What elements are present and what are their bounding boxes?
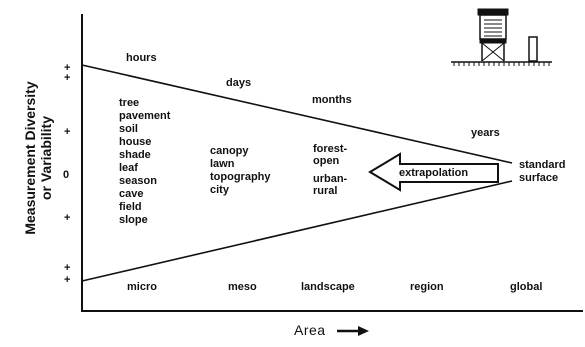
list-item: tree	[119, 97, 140, 109]
y-tick: +	[64, 274, 71, 286]
meso-factor-list: canopy lawn topography city	[210, 145, 271, 197]
y-axis-label-line2: or Variability	[38, 115, 54, 201]
scale-label-global: global	[510, 281, 543, 293]
list-item: city	[210, 184, 229, 196]
y-tick: +	[64, 62, 71, 74]
list-item: season	[119, 175, 157, 187]
list-item: house	[119, 136, 152, 148]
standard-label-line1: standard	[519, 159, 566, 171]
weather-station-icon	[451, 8, 552, 66]
list-item: cave	[119, 188, 144, 200]
x-axis-label-text: Area	[294, 322, 326, 338]
time-label-months: months	[312, 94, 352, 106]
upper-bound-line	[81, 64, 513, 164]
list-item: field	[119, 201, 142, 213]
list-item: rural	[313, 185, 338, 197]
lower-bound-line	[81, 180, 513, 282]
y-axis-label: Measurement Diversity or Variability	[22, 68, 54, 248]
list-item: urban-	[313, 173, 348, 185]
micro-factor-list: tree pavement soil house shade leaf seas…	[119, 97, 170, 227]
landscape-factor-list: forest- open urban- rural	[313, 143, 347, 197]
time-label-years: years	[471, 127, 500, 139]
list-item: soil	[119, 123, 138, 135]
list-item: shade	[119, 149, 151, 161]
y-tick: +	[64, 72, 71, 84]
time-label-hours: hours	[126, 52, 157, 64]
scale-label-micro: micro	[127, 281, 157, 293]
y-tick-zero: 0	[63, 169, 70, 181]
y-tick: +	[64, 262, 71, 274]
list-item: slope	[119, 214, 148, 226]
time-label-days: days	[226, 77, 252, 89]
list-item: lawn	[210, 158, 235, 170]
y-axis-label-line1: Measurement Diversity	[22, 81, 38, 235]
standard-surface-label: standard surface	[519, 159, 565, 185]
list-item: canopy	[210, 145, 249, 157]
x-axis-label: Area	[294, 322, 370, 338]
extrapolation-label: extrapolation	[399, 167, 469, 179]
list-item: leaf	[119, 162, 138, 174]
standard-label-line2: surface	[519, 172, 559, 184]
list-item: pavement	[119, 110, 171, 122]
y-tick: +	[64, 212, 71, 224]
extrapolation-arrow	[368, 152, 499, 192]
right-arrow-icon	[336, 326, 369, 337]
list-item: forest-	[313, 143, 348, 155]
list-item: topography	[210, 171, 271, 183]
y-tick: +	[64, 126, 71, 138]
list-item: open	[313, 155, 340, 167]
scale-label-region: region	[410, 281, 444, 293]
scale-label-landscape: landscape	[301, 281, 355, 293]
scale-label-meso: meso	[228, 281, 257, 293]
